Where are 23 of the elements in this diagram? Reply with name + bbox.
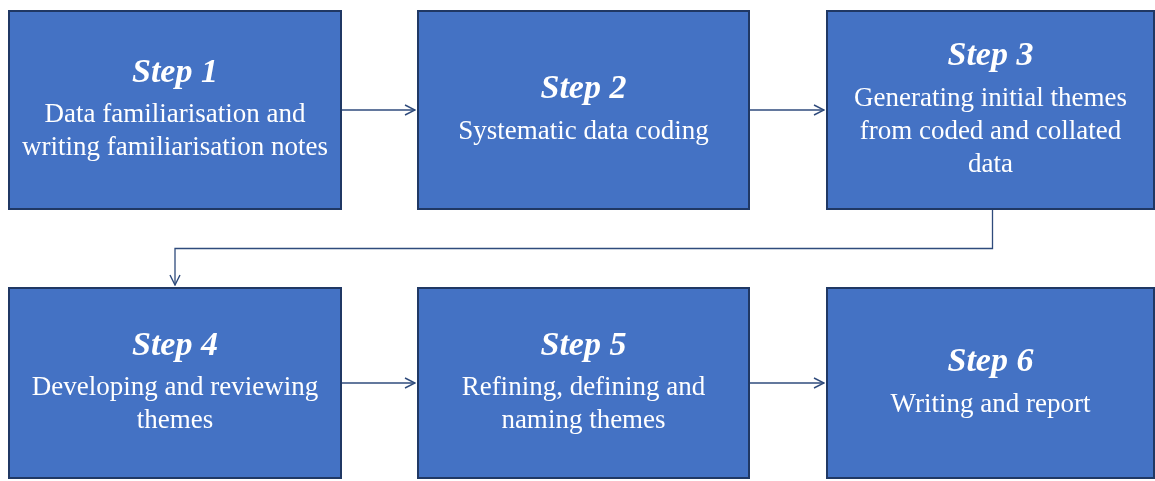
- step-description: Developing and reviewing themes: [30, 370, 320, 437]
- arrow: [749, 104, 825, 116]
- arrow: [749, 377, 825, 389]
- step-box: [826, 287, 1155, 479]
- step-box: [8, 287, 342, 479]
- step-heading: Step 6: [947, 340, 1034, 381]
- arrow: [341, 377, 416, 389]
- arrow: [169, 209, 994, 286]
- step-description: Refining, defining and naming themes: [460, 370, 707, 437]
- step-box: [417, 10, 750, 210]
- step-box: [8, 10, 342, 210]
- step-box: [826, 10, 1155, 210]
- step-description: Generating initial themes from coded and collated data: [853, 81, 1128, 180]
- step-heading: Step 3: [947, 34, 1034, 75]
- step-box: [417, 287, 750, 479]
- arrow: [341, 104, 416, 116]
- step-heading: Step 1: [132, 50, 218, 91]
- step-heading: Step 2: [540, 67, 627, 108]
- step-description: Data familiarisation and writing familiarisation notes: [21, 97, 329, 164]
- step-description: Systematic data coding: [458, 113, 709, 147]
- step-description: Writing and report: [890, 386, 1091, 420]
- step-heading: Step 4: [132, 323, 218, 364]
- step-heading: Step 5: [540, 323, 627, 364]
